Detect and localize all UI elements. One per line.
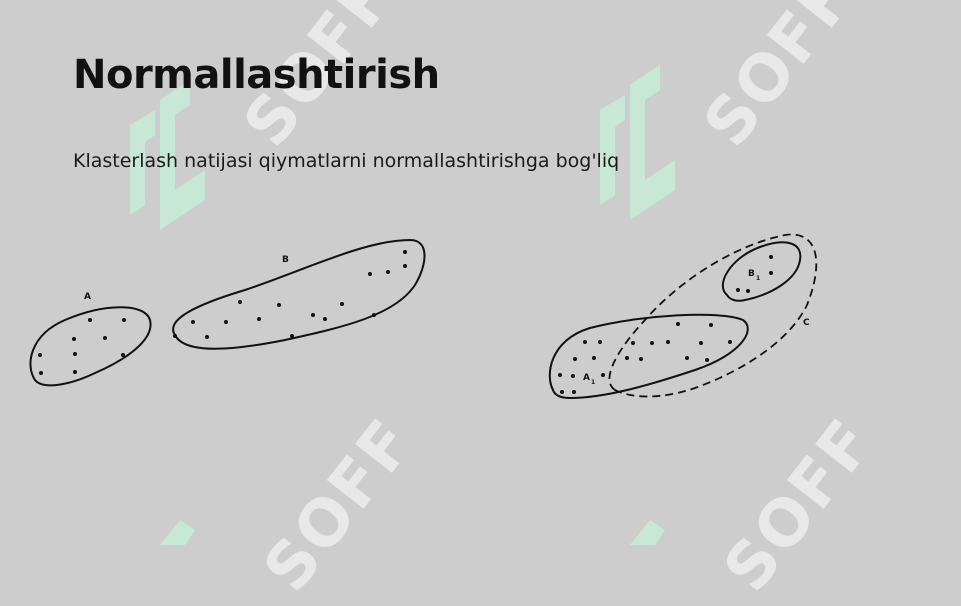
cluster-figure-normalized: C A 1 B 1 [548,233,818,400]
cluster-figure-unnormalized: A B [29,238,426,387]
cluster-label-b: B [282,255,289,265]
cluster-c: C [608,233,818,398]
watermark-logo [160,520,195,545]
cluster-a: A [29,292,152,387]
cluster-label-a: A [84,292,91,302]
slide-title: Normallashtirish [73,52,440,98]
cluster-label-b1: B 1 [748,269,760,282]
watermark-logo [600,65,675,220]
svg-text:1: 1 [591,379,595,386]
cluster-a-points [38,318,126,375]
watermark-text: SOFF [250,405,429,606]
slide-subtitle: Klasterlash natijasi qiymatlarni normall… [73,150,620,172]
svg-text:B: B [748,269,755,279]
watermark-text: SOFF [690,0,869,161]
cluster-b1-points [736,255,773,293]
cluster-b-points [173,250,407,339]
cluster-a1-points [558,322,732,394]
watermark-logo [630,520,665,545]
cluster-b1: B 1 [721,241,802,302]
cluster-label-a1: A 1 [583,373,595,386]
svg-text:A: A [583,373,590,383]
cluster-b: B [172,238,426,350]
cluster-label-c: C [803,318,810,328]
cluster-a1: A 1 [548,313,749,400]
watermark-text: SOFF [710,405,889,606]
svg-text:1: 1 [756,275,760,282]
